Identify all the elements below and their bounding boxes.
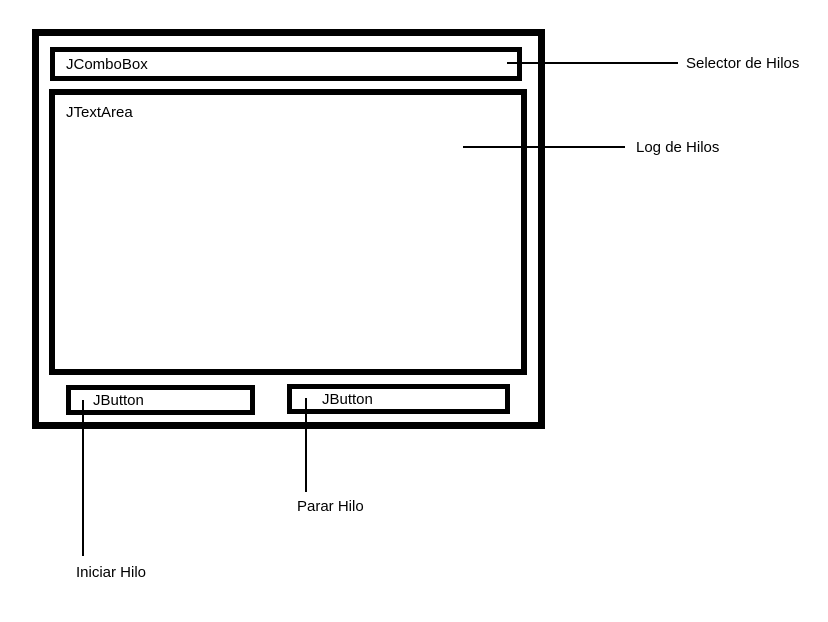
- combobox-box: JComboBox: [50, 47, 522, 81]
- start-callout-line: [82, 400, 84, 556]
- log-callout-label: Log de Hilos: [636, 139, 720, 156]
- stop-callout-line: [305, 398, 307, 492]
- stop-callout-label: Parar Hilo: [297, 498, 364, 515]
- stop-button-label: JButton: [322, 390, 373, 408]
- start-button-box: JButton: [66, 385, 255, 415]
- start-button-label: JButton: [93, 391, 144, 409]
- selector-callout-label: Selector de Hilos: [686, 55, 800, 72]
- stop-button-box: JButton: [287, 384, 510, 414]
- log-callout-line: [463, 146, 625, 148]
- start-callout-label: Iniciar Hilo: [76, 564, 147, 581]
- combobox-label: JComboBox: [66, 55, 148, 73]
- window-frame-outline: JComboBox JTextArea JButton JButton: [32, 29, 545, 429]
- textarea-label: JTextArea: [66, 104, 133, 121]
- selector-callout-line: [507, 62, 678, 64]
- textarea-box: JTextArea: [49, 89, 527, 375]
